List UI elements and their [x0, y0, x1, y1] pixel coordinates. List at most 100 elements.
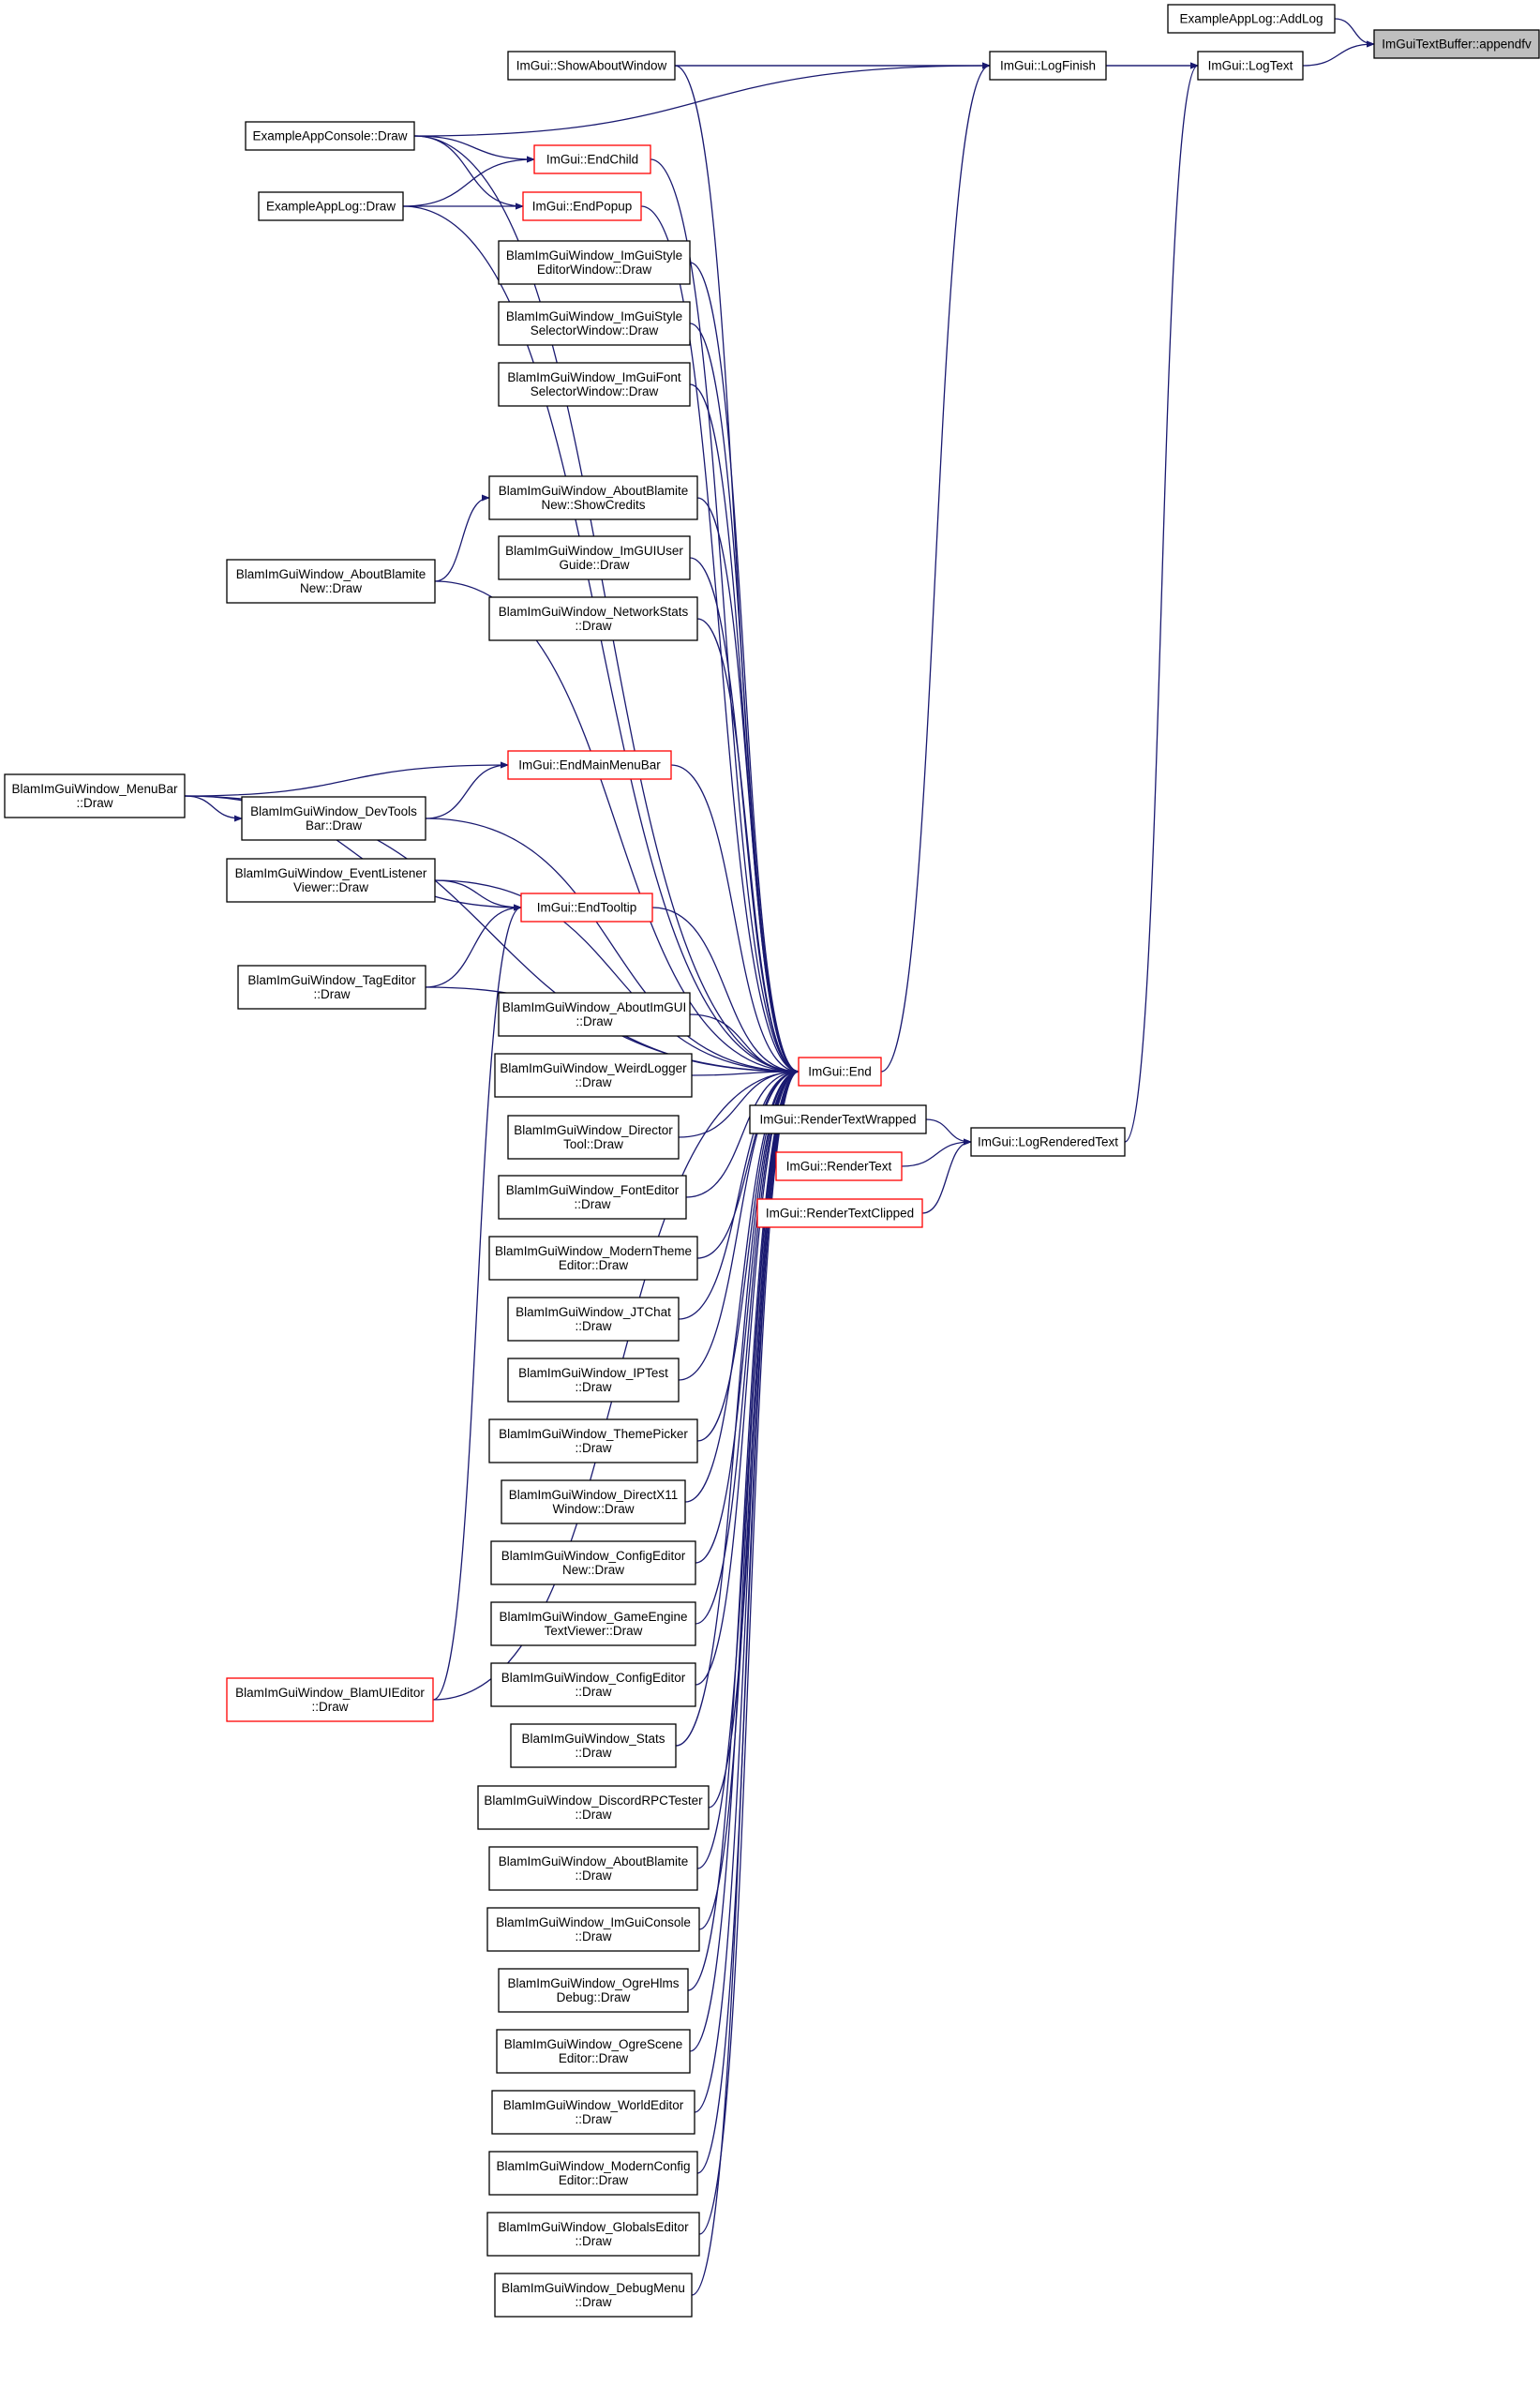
edge-styleeditor-to-end [689, 262, 800, 1075]
node-console[interactable]: ExampleAppConsole::Draw [245, 121, 415, 151]
node-aboutimgui[interactable]: BlamImGuiWindow_AboutImGUI::Draw [498, 992, 691, 1037]
node-box [490, 1662, 696, 1707]
node-logfinish[interactable]: ImGui::LogFinish [989, 51, 1107, 81]
node-configeditor[interactable]: BlamImGuiWindow_ConfigEditor::Draw [490, 1662, 696, 1707]
node-iptest[interactable]: BlamImGuiWindow_IPTest::Draw [507, 1358, 680, 1403]
node-label: ::Draw [576, 1014, 612, 1028]
node-applog[interactable]: ExampleAppLog::Draw [258, 191, 404, 221]
node-label: Window::Draw [552, 1502, 634, 1516]
edge-blamuieditor-to-endtooltip [432, 904, 522, 1701]
node-showabout[interactable]: ImGui::ShowAboutWindow [507, 51, 676, 81]
node-box [507, 750, 672, 780]
node-label: BlamImGuiWindow_EventListener [235, 866, 427, 880]
edge-eventlistener-to-endtooltip [434, 879, 522, 911]
node-box [498, 535, 691, 580]
node-label: BlamImGuiWindow_AboutBlamite [499, 484, 689, 498]
node-box [226, 858, 436, 903]
node-label: ExampleAppLog::Draw [266, 200, 396, 214]
node-label: Guide::Draw [559, 558, 629, 572]
node-themepicker[interactable]: BlamImGuiWindow_ThemePicker::Draw [488, 1418, 698, 1463]
node-label: ::Draw [76, 796, 112, 810]
edge-weirdlogger-to-end [691, 1068, 800, 1076]
edge-fonteditor-to-end [685, 1068, 800, 1198]
node-addlog[interactable]: ExampleAppLog::AddLog [1167, 4, 1336, 34]
node-label: ImGui::RenderTextWrapped [759, 1113, 916, 1127]
node-weirdlogger[interactable]: BlamImGuiWindow_WeirdLogger::Draw [494, 1053, 693, 1098]
node-styleselector[interactable]: BlamImGuiWindow_ImGuiStyleSelectorWindow… [498, 301, 691, 346]
edge-logrendered-to-logtext [1124, 62, 1199, 1143]
node-box [533, 144, 651, 174]
node-blamuieditor[interactable]: BlamImGuiWindow_BlamUIEditor::Draw [226, 1677, 434, 1722]
node-globals[interactable]: BlamImGuiWindow_GlobalsEditor::Draw [486, 2212, 700, 2257]
node-label: BlamImGuiWindow_Director [514, 1123, 673, 1137]
node-fontselector[interactable]: BlamImGuiWindow_ImGuiFontSelectorWindow:… [498, 362, 691, 407]
node-box [488, 596, 698, 641]
node-label: BlamImGuiWindow_ConfigEditor [501, 1549, 686, 1563]
node-rtclipped[interactable]: ImGui::RenderTextClipped [756, 1198, 923, 1228]
node-tageditor[interactable]: BlamImGuiWindow_TagEditor::Draw [237, 965, 426, 1010]
edge-rendertext-to-logrendered [901, 1138, 972, 1167]
node-box [1167, 4, 1336, 34]
node-root[interactable]: ImGuiTextBuffer::appendfv [1373, 29, 1540, 59]
node-label: Editor::Draw [559, 1258, 629, 1272]
node-label: BlamImGuiWindow_DebugMenu [501, 2281, 685, 2295]
node-endtooltip[interactable]: ImGui::EndTooltip [520, 893, 653, 923]
node-aboutblamite[interactable]: BlamImGuiWindow_AboutBlamite::Draw [488, 1846, 698, 1891]
node-label: BlamImGuiWindow_AboutBlamite [499, 1854, 689, 1868]
node-endchild[interactable]: ImGui::EndChild [533, 144, 651, 174]
node-label: BlamImGuiWindow_NetworkStats [499, 605, 689, 619]
node-fonteditor[interactable]: BlamImGuiWindow_FontEditor::Draw [498, 1175, 687, 1220]
node-eventlistener[interactable]: BlamImGuiWindow_EventListenerViewer::Dra… [226, 858, 436, 903]
node-rtwrapped[interactable]: ImGui::RenderTextWrapped [749, 1104, 927, 1134]
edge-devtools-to-end [425, 818, 800, 1075]
node-end[interactable]: ImGui::End [798, 1057, 882, 1087]
edge-console-to-endpopup [413, 135, 524, 210]
node-box [488, 475, 698, 520]
node-netstats[interactable]: BlamImGuiWindow_NetworkStats::Draw [488, 596, 698, 641]
node-label: BlamImGuiWindow_OgreHlms [507, 1976, 679, 1990]
node-box [494, 1053, 693, 1098]
node-menubar[interactable]: BlamImGuiWindow_MenuBar::Draw [4, 773, 186, 818]
node-label: Viewer::Draw [293, 880, 368, 894]
node-logtext[interactable]: ImGui::LogText [1197, 51, 1304, 81]
node-endpopup[interactable]: ImGui::EndPopup [522, 191, 642, 221]
node-label: BlamImGuiWindow_WeirdLogger [500, 1061, 687, 1075]
node-endmainmenubar[interactable]: ImGui::EndMainMenuBar [507, 750, 672, 780]
node-label: BlamImGuiWindow_JTChat [516, 1305, 671, 1319]
node-label: BlamImGuiWindow_WorldEditor [503, 2098, 684, 2112]
node-box [507, 51, 676, 81]
node-worldeditor[interactable]: BlamImGuiWindow_WorldEditor::Draw [491, 2090, 695, 2135]
node-imguiconsole[interactable]: BlamImGuiWindow_ImGuiConsole::Draw [486, 1907, 700, 1952]
node-box [1197, 51, 1304, 81]
node-label: ::Draw [575, 1929, 611, 1943]
node-label: BlamImGuiWindow_GlobalsEditor [498, 2220, 689, 2234]
node-rendertext[interactable]: ImGui::RenderText [775, 1151, 903, 1181]
node-label: Editor::Draw [559, 2173, 629, 2187]
node-logrendered[interactable]: ImGui::LogRenderedText [970, 1127, 1126, 1157]
node-textviewer[interactable]: BlamImGuiWindow_GameEngineTextViewer::Dr… [490, 1601, 696, 1646]
node-styleeditor[interactable]: BlamImGuiWindow_ImGuiStyleEditorWindow::… [498, 240, 691, 285]
node-stats[interactable]: BlamImGuiWindow_Stats::Draw [510, 1723, 677, 1768]
node-label: BlamImGuiWindow_OgreScene [504, 2037, 683, 2051]
node-credits[interactable]: BlamImGuiWindow_AboutBlamiteNew::ShowCre… [488, 475, 698, 520]
node-jtchat[interactable]: BlamImGuiWindow_JTChat::Draw [507, 1297, 680, 1342]
node-box [486, 2212, 700, 2257]
node-box [989, 51, 1107, 81]
node-debugmenu[interactable]: BlamImGuiWindow_DebugMenu::Draw [494, 2273, 693, 2318]
node-box [258, 191, 404, 221]
node-label: EditorWindow::Draw [537, 263, 652, 277]
node-discord[interactable]: BlamImGuiWindow_DiscordRPCTester::Draw [477, 1785, 710, 1830]
node-box [1373, 29, 1540, 59]
node-layer: ImGuiTextBuffer::appendfvExampleAppLog::… [4, 4, 1540, 2318]
